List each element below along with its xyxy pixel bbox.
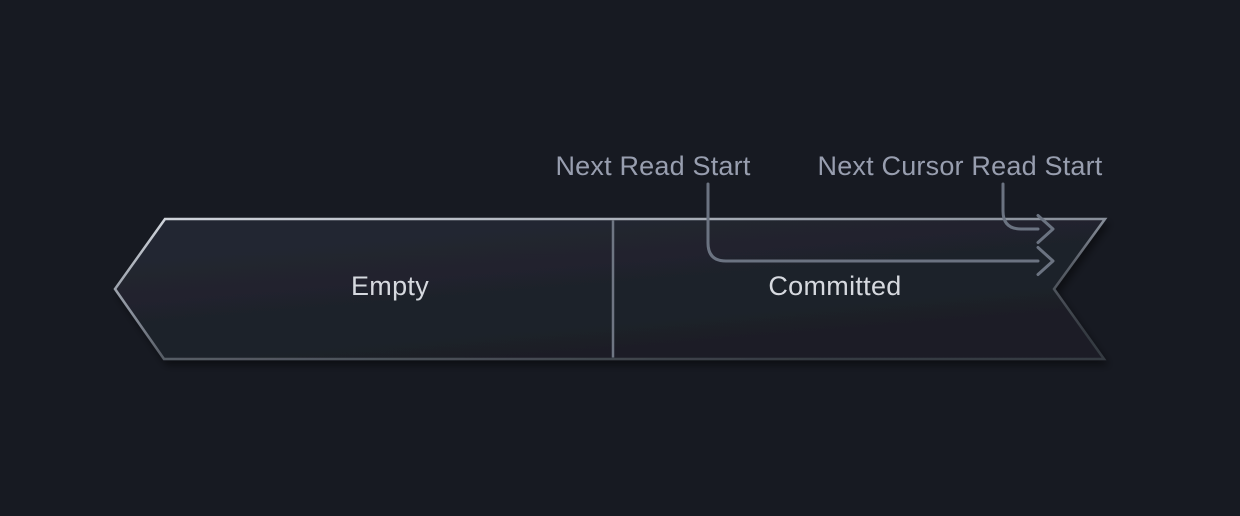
- segment-empty-label: Empty: [351, 271, 429, 301]
- pointer-next-cursor-read-start-label: Next Cursor Read Start: [818, 151, 1103, 181]
- segment-committed-label: Committed: [768, 271, 901, 301]
- next-read-start-arrow: [706, 182, 1055, 276]
- next-cursor-read-start-arrowhead-icon: [1036, 214, 1055, 244]
- next-read-start-arrowhead-icon: [1036, 246, 1055, 276]
- next-cursor-read-start-arrow: [1001, 182, 1055, 244]
- next-cursor-read-start-arrow-line: [1001, 182, 1040, 231]
- next-read-start-arrow-line: [706, 182, 1040, 263]
- pointer-next-read-start-label: Next Read Start: [555, 151, 750, 181]
- buffer-ribbon-shape: [113, 217, 1108, 361]
